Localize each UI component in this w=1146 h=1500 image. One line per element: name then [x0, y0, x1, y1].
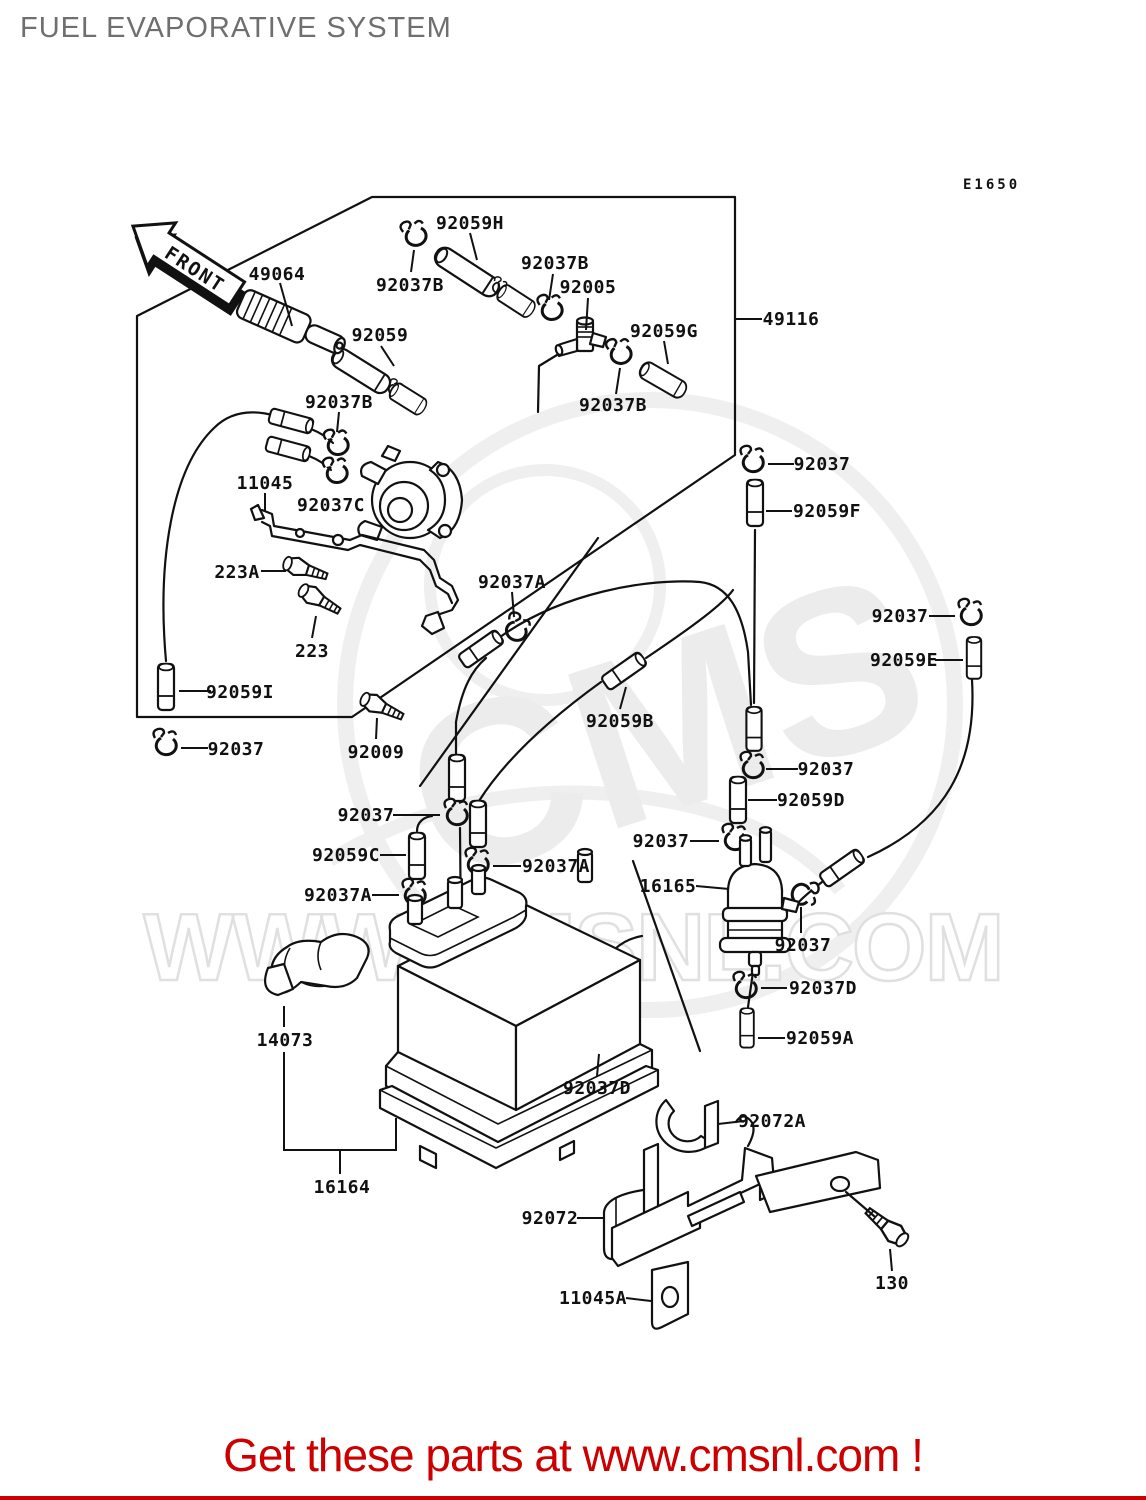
callout-92037B-1: 92037B	[376, 275, 444, 296]
tube-92059I-drawing	[156, 662, 176, 712]
page-title: FUEL EVAPORATIVE SYSTEM	[20, 12, 452, 44]
hose-kit-outline	[135, 195, 737, 719]
callout-92009: 92009	[348, 742, 405, 763]
hose-pair-drawing	[263, 406, 316, 464]
tube-92059D-drawing	[728, 775, 748, 825]
callout-16164: 16164	[314, 1177, 371, 1198]
callout-92059B: 92059B	[586, 711, 654, 732]
callout-92037-1: 92037	[208, 739, 265, 760]
t-fitting-92005-drawing	[554, 316, 608, 358]
callout-92037C: 92037C	[297, 495, 365, 516]
footer-red-bar	[0, 1496, 1146, 1500]
tube-92059C-drawing	[407, 831, 427, 881]
callout-92037-7: 92037	[775, 935, 832, 956]
callout-92037-6: 92037	[633, 831, 690, 852]
callout-92059A: 92059A	[786, 1028, 854, 1049]
callout-92059E: 92059E	[870, 650, 938, 671]
callout-130: 130	[875, 1273, 909, 1294]
callout-92037D-2: 92037D	[563, 1078, 631, 1099]
clamp-92072A-drawing	[655, 1098, 720, 1153]
callout-92005: 92005	[560, 277, 617, 298]
elbow-14073-drawing	[264, 932, 370, 997]
callout-92059F: 92059F	[793, 501, 861, 522]
tube-92059F-drawing	[745, 478, 765, 528]
callout-49116: 49116	[763, 309, 820, 330]
callout-16165: 16165	[640, 876, 697, 897]
callout-92037B-3: 92037B	[305, 392, 373, 413]
callout-92037-4: 92037	[798, 759, 855, 780]
leader-lines	[179, 232, 963, 1302]
callout-92037A-2: 92037A	[304, 885, 372, 906]
callout-11045: 11045	[237, 473, 294, 494]
callout-92059D: 92059D	[777, 790, 845, 811]
purge-valve-drawing	[357, 444, 464, 542]
callout-11045A: 11045A	[559, 1288, 627, 1309]
callout-92059I: 92059I	[206, 682, 274, 703]
callout-labels: 49064 92059H 92037B 92037B 92005 92059G …	[206, 213, 938, 1309]
callout-92037A-1: 92037A	[478, 572, 546, 593]
callout-92072A: 92072A	[738, 1111, 806, 1132]
hose-routing-lines	[162, 345, 974, 1053]
footer-promo-link[interactable]: Get these parts at www.cmsnl.com !	[223, 1429, 924, 1481]
canister-16164-drawing	[378, 847, 660, 1170]
callout-92037-2: 92037	[794, 454, 851, 475]
tube-92059A-drawing	[739, 1007, 755, 1049]
screw-223A-drawing	[279, 552, 331, 586]
screw-223-drawing	[294, 579, 345, 620]
fuel-filter-16165-drawing	[718, 826, 801, 977]
callout-92037D-1: 92037D	[789, 978, 857, 999]
callout-92037-5: 92037	[338, 805, 395, 826]
callout-92037B-4: 92037B	[579, 395, 647, 416]
callout-92072: 92072	[522, 1208, 579, 1229]
diagram-code: E1650	[963, 177, 1020, 193]
callout-49064: 49064	[249, 264, 306, 285]
callout-92059: 92059	[352, 325, 409, 346]
callout-92059G: 92059G	[630, 321, 698, 342]
tube-92059E-drawing	[965, 635, 983, 680]
callout-223A: 223A	[214, 562, 259, 583]
bracket-11045-drawing	[249, 503, 460, 636]
ribbed-pipe-49064-drawing	[235, 289, 346, 355]
callout-92059C: 92059C	[312, 845, 380, 866]
callout-92059H: 92059H	[436, 213, 504, 234]
callout-223: 223	[295, 641, 329, 662]
bracket-92072-drawing	[602, 1115, 882, 1330]
callout-92037B-2: 92037B	[521, 253, 589, 274]
callout-92037A-3: 92037A	[522, 856, 590, 877]
callout-92037-3: 92037	[872, 606, 929, 627]
callout-14073: 14073	[257, 1030, 314, 1051]
